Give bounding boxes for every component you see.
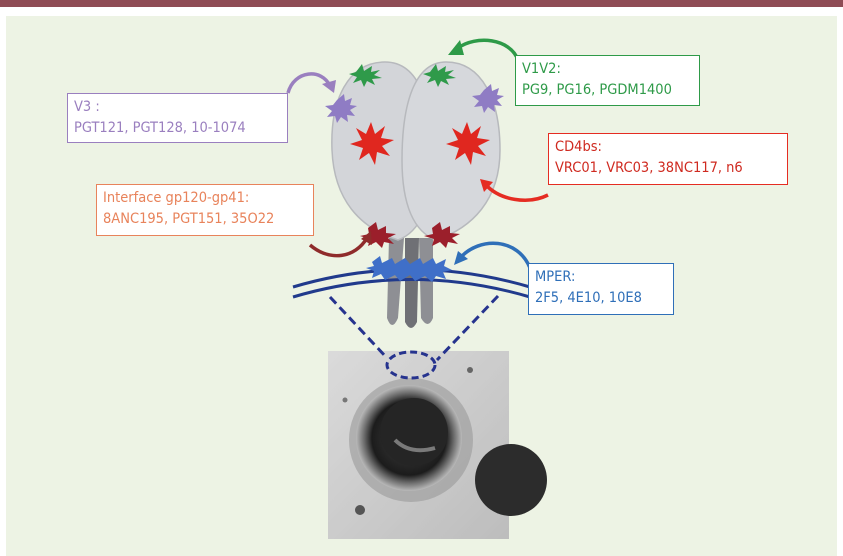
v3-title: V3 :	[74, 97, 281, 118]
cd4bs-arrow	[486, 185, 548, 200]
v3-label-box: V3 : PGT121, PGT128, 10-1074	[67, 93, 288, 143]
gp41-stalks	[387, 238, 433, 328]
v3-arrow	[288, 74, 330, 93]
mper-arrow	[460, 243, 530, 268]
interface-label-box: Interface gp120-gp41: 8ANC195, PGT151, 3…	[96, 184, 314, 236]
cd4bs-title: CD4bs:	[555, 137, 781, 158]
mper-label-box: MPER: 2F5, 4E10, 10E8	[528, 263, 674, 315]
v1v2-antibodies: PG9, PG16, PGDM1400	[522, 80, 693, 101]
v3-antibodies: PGT121, PGT128, 10-1074	[74, 118, 281, 139]
interface-title: Interface gp120-gp41:	[103, 188, 307, 209]
electron-micrograph	[328, 351, 547, 539]
cd4bs-antibodies: VRC01, VRC03, 38NC117, n6	[555, 158, 781, 179]
mper-title: MPER:	[535, 267, 667, 288]
v1v2-title: V1V2:	[522, 59, 693, 80]
interface-antibodies: 8ANC195, PGT151, 35O22	[103, 209, 307, 230]
mper-antibodies: 2F5, 4E10, 10E8	[535, 288, 667, 309]
interface-arrow	[310, 238, 367, 256]
v1v2-label-box: V1V2: PG9, PG16, PGDM1400	[515, 55, 700, 106]
neighbor-virion	[475, 444, 547, 516]
v1v2-arrow	[458, 40, 518, 60]
cd4bs-label-box: CD4bs: VRC01, VRC03, 38NC117, n6	[548, 133, 788, 185]
